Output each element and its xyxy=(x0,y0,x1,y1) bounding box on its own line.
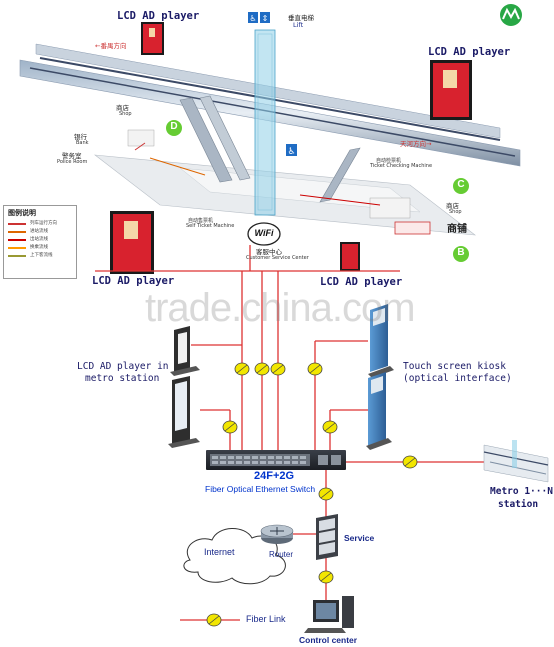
lift-label-en: Lift xyxy=(293,21,304,29)
legend-item: 上下客流线 xyxy=(4,252,76,260)
svg-text:⇕: ⇕ xyxy=(262,14,269,23)
router-label: Router xyxy=(269,550,294,559)
lcd-label-top-right: LCD AD player xyxy=(428,46,511,58)
metro-thumbnail xyxy=(483,440,549,483)
watermark: trade.china.com xyxy=(145,286,416,330)
bank-label-en: Bank xyxy=(76,140,89,146)
csc-label-zh: 客服中心 xyxy=(256,248,282,256)
shop-big-label: 商铺 xyxy=(447,224,467,235)
machine-label: 自动售票机 xyxy=(188,218,214,224)
machine-label: Self Ticket Machine xyxy=(186,223,235,229)
marker-4 xyxy=(307,362,323,376)
shop-label-zh-left: 商店 xyxy=(116,104,129,112)
bank-label-zh: 银行 xyxy=(74,133,87,141)
internet-cloud xyxy=(183,528,286,585)
switch-model: 24F+2G xyxy=(254,470,295,482)
wifi-icon xyxy=(247,222,281,246)
svg-text:♿: ♿ xyxy=(287,147,295,157)
legend-box: 图例说明 列车运行方向 进站流线 出站流线 换乘流线 上下客流线 xyxy=(3,205,77,279)
legend-title: 图例说明 xyxy=(8,209,36,217)
station-d-badge: D xyxy=(170,121,178,132)
lift-label-zh: 垂直电梯 xyxy=(288,14,314,22)
wifi-label: WiFi xyxy=(254,228,274,238)
marker-2 xyxy=(254,362,270,376)
metro-label-line1: Metro 1···N xyxy=(490,486,553,497)
link-markers xyxy=(206,362,418,627)
machine-label: Ticket Checking Machine xyxy=(370,163,433,169)
marker-5 xyxy=(222,420,238,434)
lcd-label-top-left: LCD AD player xyxy=(117,10,200,22)
lcd-ad-screens xyxy=(110,22,472,274)
shop-label-zh-right: 商店 xyxy=(446,202,459,210)
station-b-badge: B xyxy=(457,247,465,258)
police-label-en: Police Room xyxy=(57,159,88,165)
legend-item-label: 进站流线 xyxy=(30,229,48,234)
service-label: Service xyxy=(344,533,375,543)
marker-6 xyxy=(322,420,338,434)
kiosk-label-line1: Touch screen kiosk xyxy=(403,361,506,372)
legend-item: 列车运行方向 xyxy=(4,220,76,228)
station-c-badge: C xyxy=(457,179,465,190)
control-center-label: Control center xyxy=(299,635,358,645)
marker-8 xyxy=(318,487,334,501)
shop-label-en-left: Shop xyxy=(119,111,132,117)
lcd-metro-label-line1: LCD AD player in xyxy=(77,361,169,372)
switch-name: Fiber Optical Ethernet Switch xyxy=(205,484,316,494)
lcd-floor-stands xyxy=(168,326,200,448)
fiber-link-label: Fiber Link xyxy=(246,614,286,624)
legend-item-label: 换乘流线 xyxy=(30,245,48,250)
machine-label: 自动检票机 xyxy=(376,158,402,164)
marker-7 xyxy=(402,455,418,469)
legend-item-label: 上下客流线 xyxy=(30,253,53,258)
legend-item-label: 出站流线 xyxy=(30,237,48,242)
csc-label-en: Customer Service Center xyxy=(246,255,309,261)
legend-item: 出站流线 xyxy=(4,236,76,244)
marker-legend xyxy=(206,613,222,627)
shop-label-en-right: Shop xyxy=(449,209,462,215)
lcd-label-mid-left: LCD AD player xyxy=(92,275,175,287)
fiber-switch xyxy=(206,450,346,470)
station-illustration: ♿ ⇕ ♿ xyxy=(19,4,522,262)
lcd-metro-label-line2: metro station xyxy=(85,373,160,384)
marker-3 xyxy=(270,362,286,376)
control-center-pc xyxy=(304,596,354,633)
marker-9 xyxy=(318,570,334,584)
server-icon xyxy=(316,514,338,560)
internet-label: Internet xyxy=(204,547,235,557)
legend-item: 换乘流线 xyxy=(4,244,76,252)
touch-kiosks xyxy=(366,304,394,450)
svg-text:♿: ♿ xyxy=(249,14,256,23)
lcd-label-mid-right: LCD AD player xyxy=(320,276,403,288)
direction-left: ←番禺方向 xyxy=(95,42,127,50)
metro-label-line2: station xyxy=(498,499,539,510)
kiosk-label-line2: (optical interface) xyxy=(403,373,512,384)
legend-item: 进站流线 xyxy=(4,228,76,236)
router-icon xyxy=(260,524,294,544)
police-label-zh: 警务室 xyxy=(62,152,82,160)
legend-item-label: 列车运行方向 xyxy=(30,221,57,226)
marker-1 xyxy=(234,362,250,376)
direction-right: 天河方向→ xyxy=(400,140,432,148)
